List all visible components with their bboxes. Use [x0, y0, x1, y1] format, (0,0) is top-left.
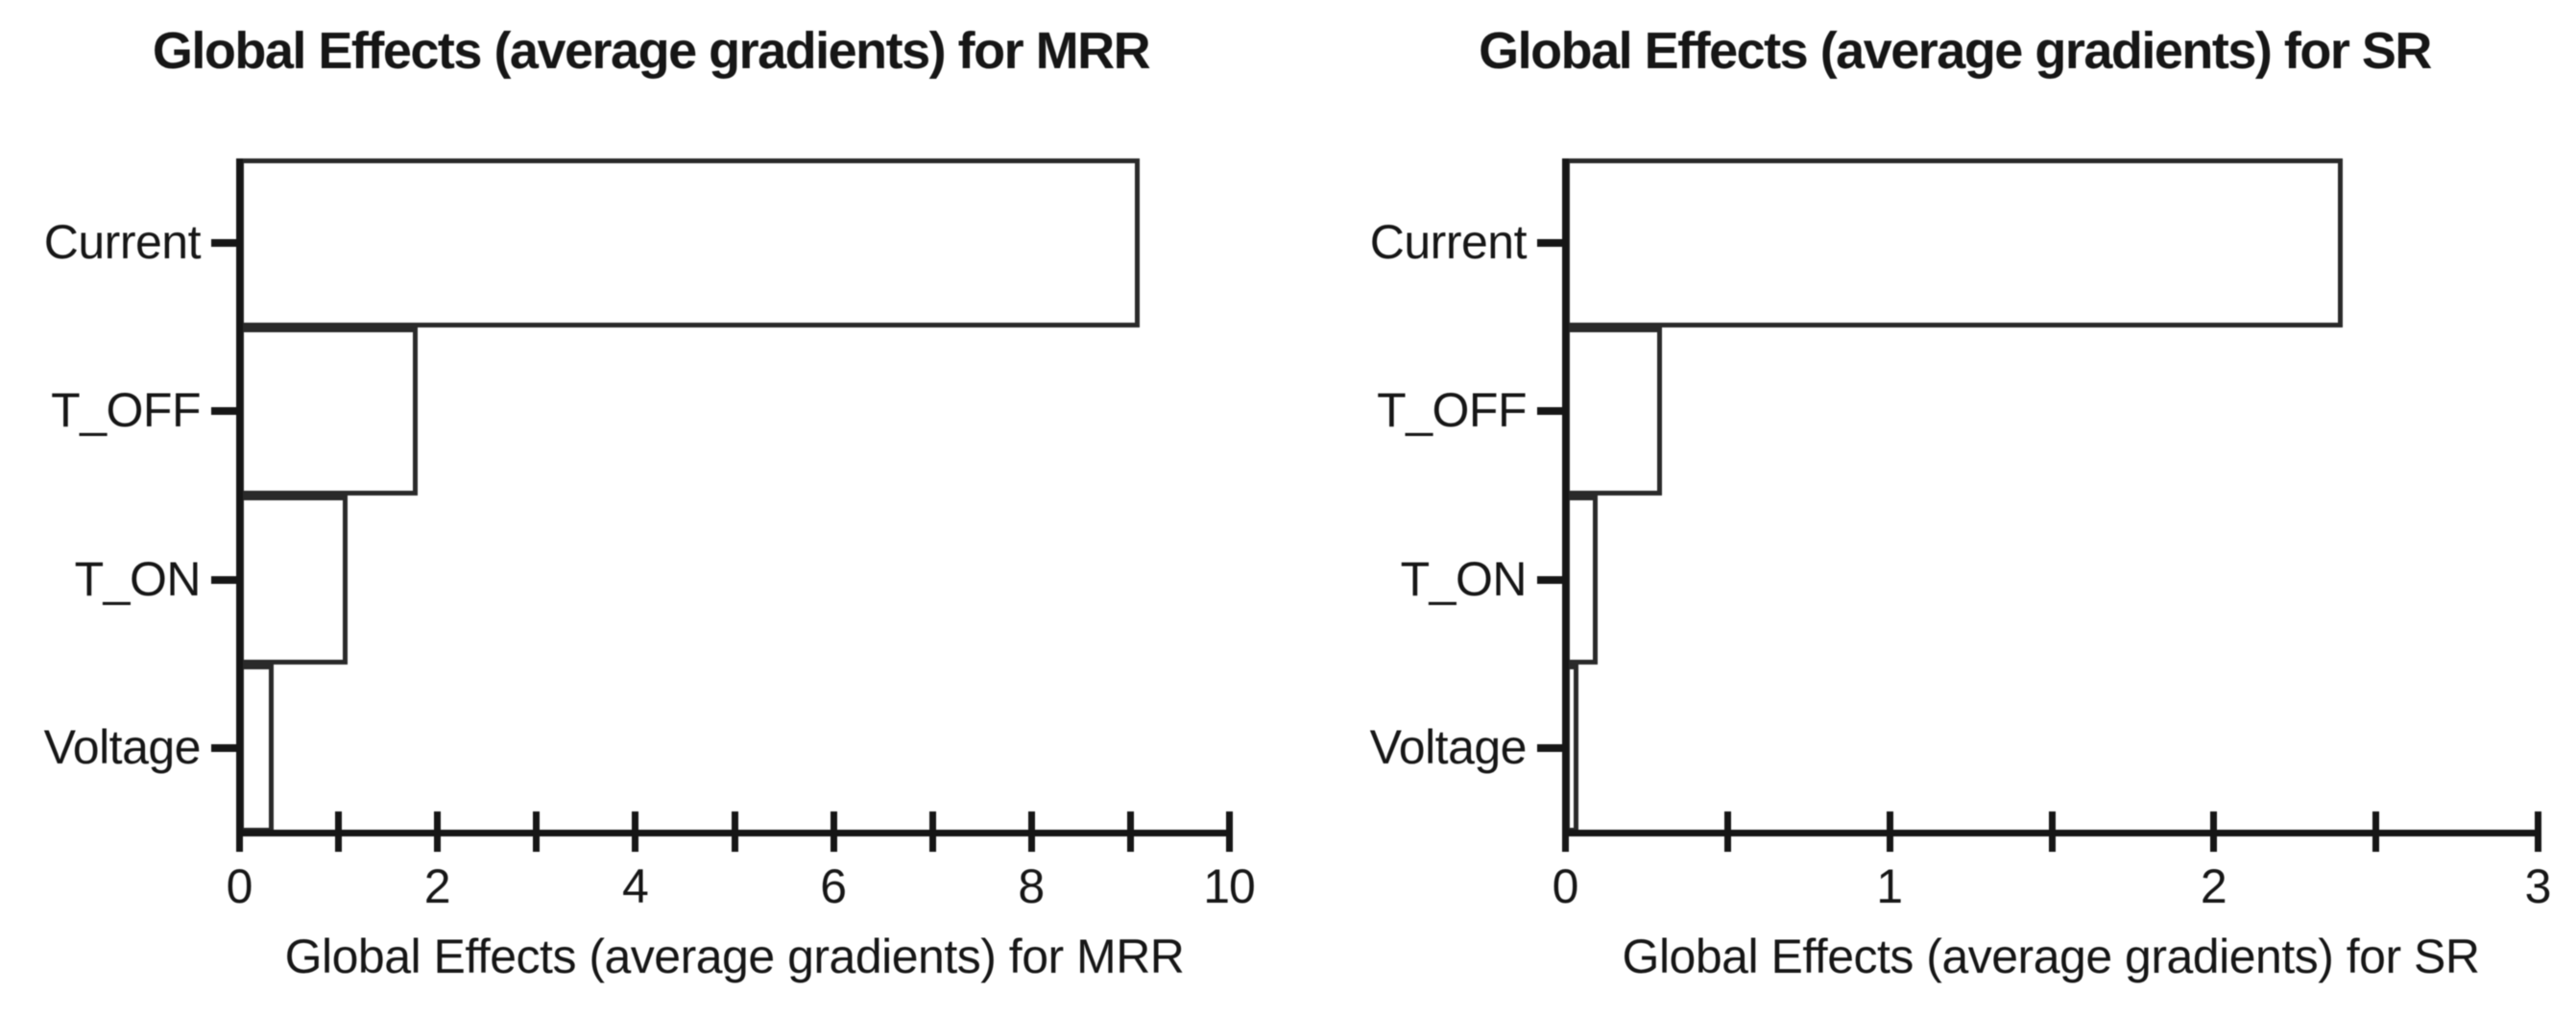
x-tick: [2372, 811, 2380, 852]
x-tick-label: 4: [621, 859, 649, 913]
x-tick: [1723, 811, 1731, 852]
x-tick: [2048, 811, 2056, 852]
x-axis-line: [1562, 830, 2541, 836]
x-tick: [731, 811, 738, 852]
y-tick: [211, 238, 239, 247]
x-tick: [236, 811, 243, 852]
x-tick: [335, 811, 343, 852]
bar-t-off: [239, 327, 418, 496]
bar-voltage: [1565, 664, 1578, 833]
x-axis-label: Global Effects (average gradients) for S…: [1622, 930, 2480, 983]
x-axis-label: Global Effects (average gradients) for M…: [284, 930, 1185, 983]
x-tick-label: 6: [820, 859, 847, 913]
x-tick: [1886, 811, 1893, 852]
y-tick: [211, 407, 239, 416]
x-tick: [632, 811, 639, 852]
bar-voltage: [239, 664, 275, 833]
x-tick-label: 0: [226, 859, 253, 913]
x-tick-label: 10: [1203, 859, 1256, 913]
bar-t-off: [1565, 327, 1663, 496]
category-label-t-on: T_ON: [74, 551, 202, 606]
chart-title: Global Effects (average gradients) for S…: [1479, 22, 2432, 80]
x-tick-label: 2: [423, 859, 451, 913]
x-tick: [1126, 811, 1134, 852]
category-label-current: Current: [43, 214, 202, 269]
x-tick-label: 3: [2524, 859, 2552, 913]
x-tick: [533, 811, 541, 852]
bar-current: [239, 158, 1141, 327]
x-tick-label: 2: [2200, 859, 2227, 913]
x-tick: [1027, 811, 1035, 852]
bar-current: [1565, 158, 2344, 327]
category-label-t-off: T_OFF: [1377, 383, 1527, 438]
y-tick: [1537, 744, 1565, 753]
x-tick: [434, 811, 442, 852]
x-tick: [2210, 811, 2218, 852]
x-tick: [1562, 811, 1569, 852]
y-tick: [211, 575, 239, 584]
category-label-t-on: T_ON: [1400, 551, 1528, 606]
x-axis-line: [236, 830, 1233, 836]
category-label-voltage: Voltage: [43, 720, 202, 775]
category-label-t-off: T_OFF: [51, 383, 201, 438]
category-label-current: Current: [1369, 214, 1528, 269]
x-tick: [2535, 811, 2541, 852]
bar-t-on: [1565, 496, 1598, 665]
bar-t-on: [239, 496, 349, 665]
y-tick: [211, 744, 239, 753]
y-axis-line: [236, 158, 243, 833]
x-tick-label: 1: [1876, 859, 1903, 913]
y-tick: [1537, 238, 1565, 247]
x-tick-label: 8: [1018, 859, 1045, 913]
x-tick: [1226, 811, 1233, 852]
x-tick-label: 0: [1552, 859, 1579, 913]
category-label-voltage: Voltage: [1369, 720, 1528, 775]
chart-title: Global Effects (average gradients) for M…: [152, 22, 1151, 80]
y-tick: [1537, 407, 1565, 416]
x-tick: [830, 811, 837, 852]
y-axis-line: [1562, 158, 1569, 833]
x-tick: [928, 811, 936, 852]
y-tick: [1537, 575, 1565, 584]
